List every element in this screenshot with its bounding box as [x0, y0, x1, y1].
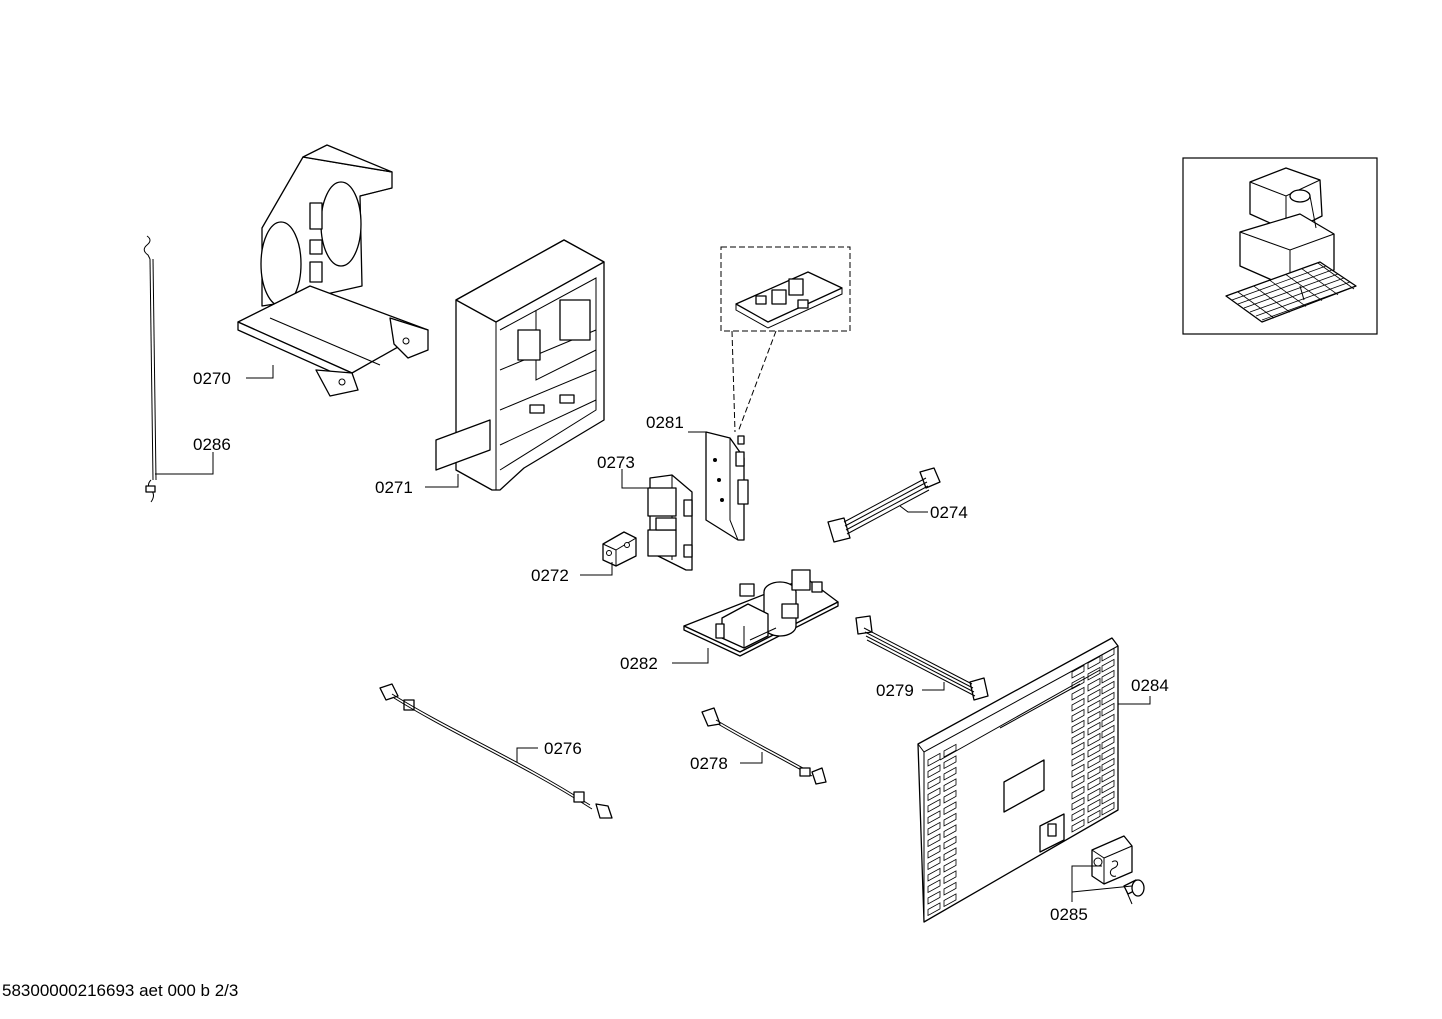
part-0274-ribbon-cable[interactable] — [827, 467, 941, 543]
label-0273: 0273 — [597, 453, 635, 472]
part-0281-control-board[interactable] — [705, 431, 749, 541]
part-0281-detail-view — [720, 246, 851, 433]
part-0272-small-bracket[interactable] — [602, 531, 637, 567]
label-0274: 0274 — [930, 503, 968, 522]
label-0284: 0284 — [1131, 676, 1169, 695]
label-0276: 0276 — [544, 739, 582, 758]
label-0278: 0278 — [690, 754, 728, 773]
part-0279-ribbon-cable[interactable] — [855, 615, 989, 701]
part-0286-ground-wire[interactable] — [143, 235, 157, 503]
part-0284-grille-panel[interactable] — [917, 637, 1119, 923]
part-0271-housing-frame[interactable] — [435, 239, 605, 491]
assembly-overview-inset — [1182, 157, 1378, 335]
label-0282: 0282 — [620, 654, 658, 673]
part-0285-cover-and-screw[interactable] — [1091, 835, 1145, 905]
part-0282-power-board[interactable] — [683, 569, 839, 657]
label-0270: 0270 — [193, 369, 231, 388]
part-0273-relay-board[interactable] — [647, 474, 693, 571]
label-0279: 0279 — [876, 681, 914, 700]
label-0272: 0272 — [531, 566, 569, 585]
label-0271: 0271 — [375, 478, 413, 497]
part-0278-short-wire[interactable] — [701, 707, 827, 785]
label-0285: 0285 — [1050, 905, 1088, 924]
part-0276-wire-harness[interactable] — [379, 683, 613, 819]
document-id: 58300000216693 aet 000 b 2/3 — [2, 981, 239, 1000]
part-0270-mounting-bracket[interactable] — [237, 144, 429, 397]
label-0281: 0281 — [646, 413, 684, 432]
label-0286: 0286 — [193, 435, 231, 454]
